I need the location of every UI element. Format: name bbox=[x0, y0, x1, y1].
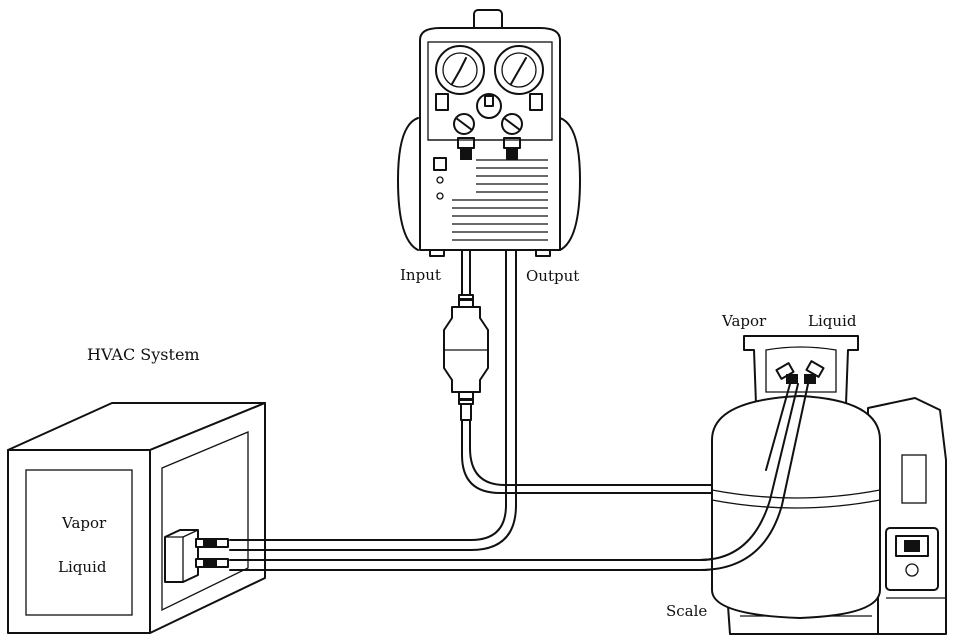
high-pressure-gauge-icon bbox=[494, 45, 544, 95]
input-valve-icon bbox=[453, 113, 475, 135]
tank-liquid-valve-icon bbox=[804, 360, 825, 384]
scale-label: Scale bbox=[666, 602, 708, 620]
hvac-vapor-fitting bbox=[195, 538, 229, 548]
filter-drier-icon bbox=[443, 294, 489, 421]
output-label: Output bbox=[526, 267, 580, 285]
hvac-liquid-fitting bbox=[195, 558, 229, 568]
tank-vapor-label: Vapor bbox=[722, 312, 767, 330]
hvac-unit-icon bbox=[7, 402, 266, 634]
low-pressure-gauge-icon bbox=[435, 45, 485, 95]
tank-vapor-valve-icon bbox=[775, 362, 798, 384]
vent-grille bbox=[452, 159, 548, 241]
output-valve-icon bbox=[501, 113, 523, 135]
hvac-liquid-label: Liquid bbox=[58, 558, 107, 576]
refrigerant-tank-icon bbox=[711, 335, 881, 619]
tank-hoses bbox=[699, 383, 809, 571]
tank-liquid-label: Liquid bbox=[808, 312, 857, 330]
left-switch-icon bbox=[435, 93, 449, 111]
hvac-vapor-label: Vapor bbox=[62, 514, 107, 532]
right-switch-icon bbox=[529, 93, 543, 111]
recovery-machine-icon bbox=[397, 9, 581, 257]
input-label: Input bbox=[400, 266, 441, 284]
hvac-system-label: HVAC System bbox=[87, 345, 200, 364]
